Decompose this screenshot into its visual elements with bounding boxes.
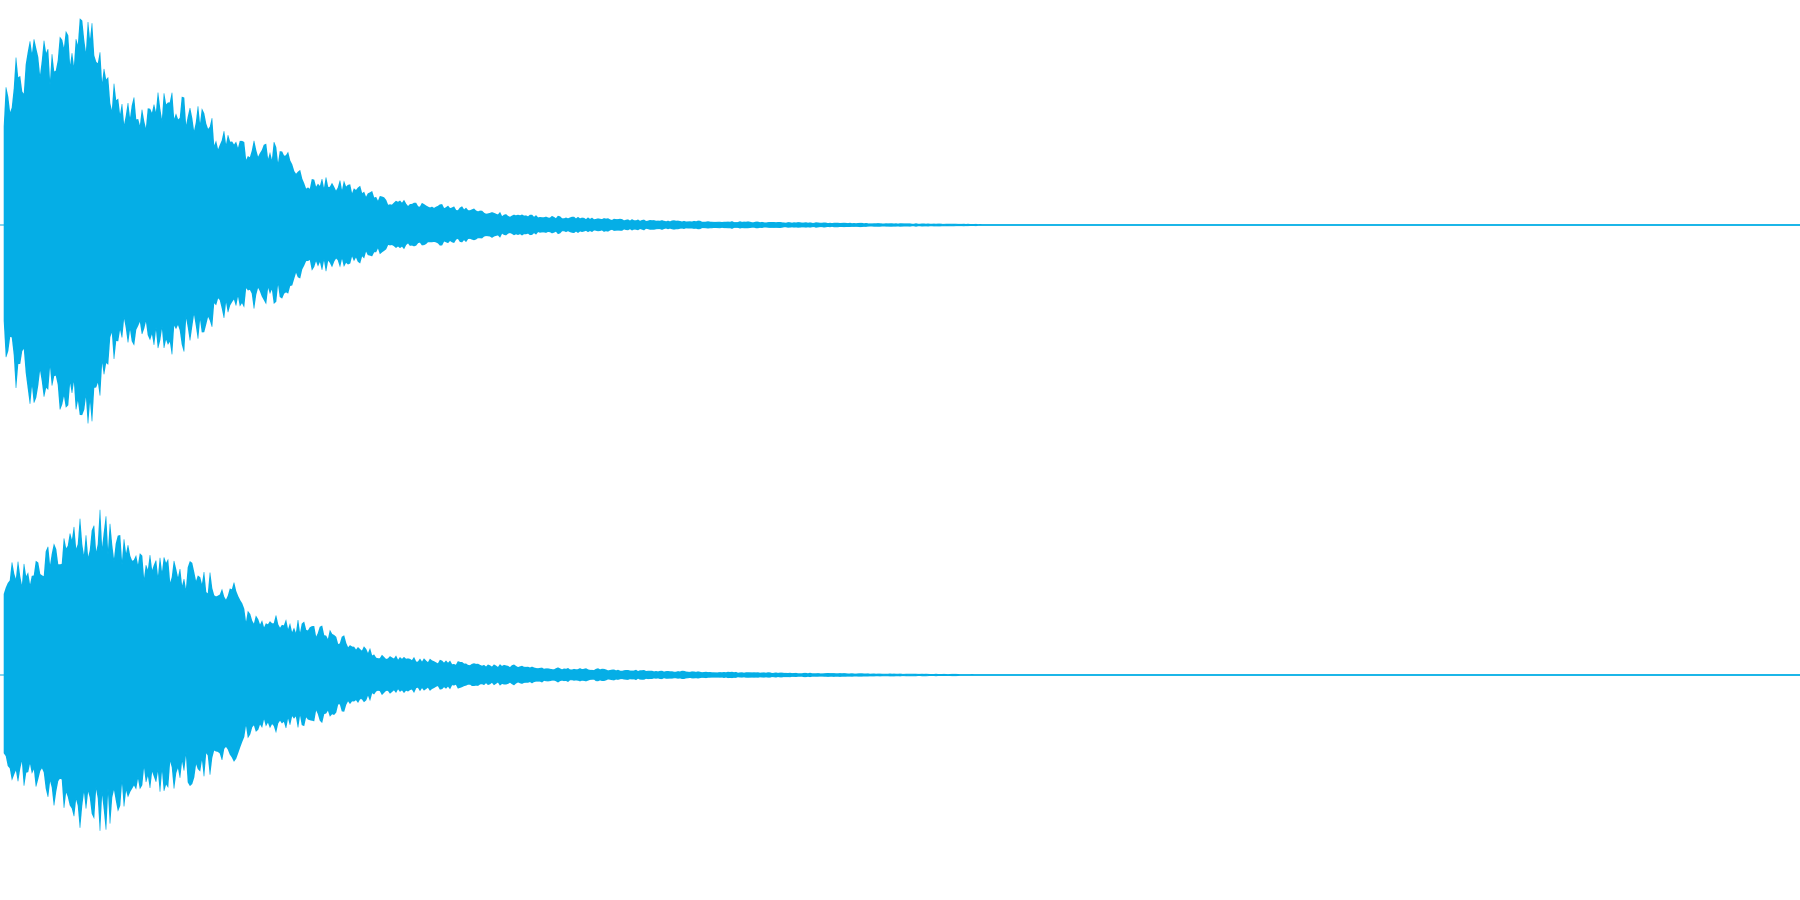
channel-2-wave-shape xyxy=(3,509,1800,831)
channel-2-waveform[interactable] xyxy=(0,509,1800,831)
channel-1-wave-shape xyxy=(3,18,1800,424)
channel-1-waveform[interactable] xyxy=(0,18,1800,424)
